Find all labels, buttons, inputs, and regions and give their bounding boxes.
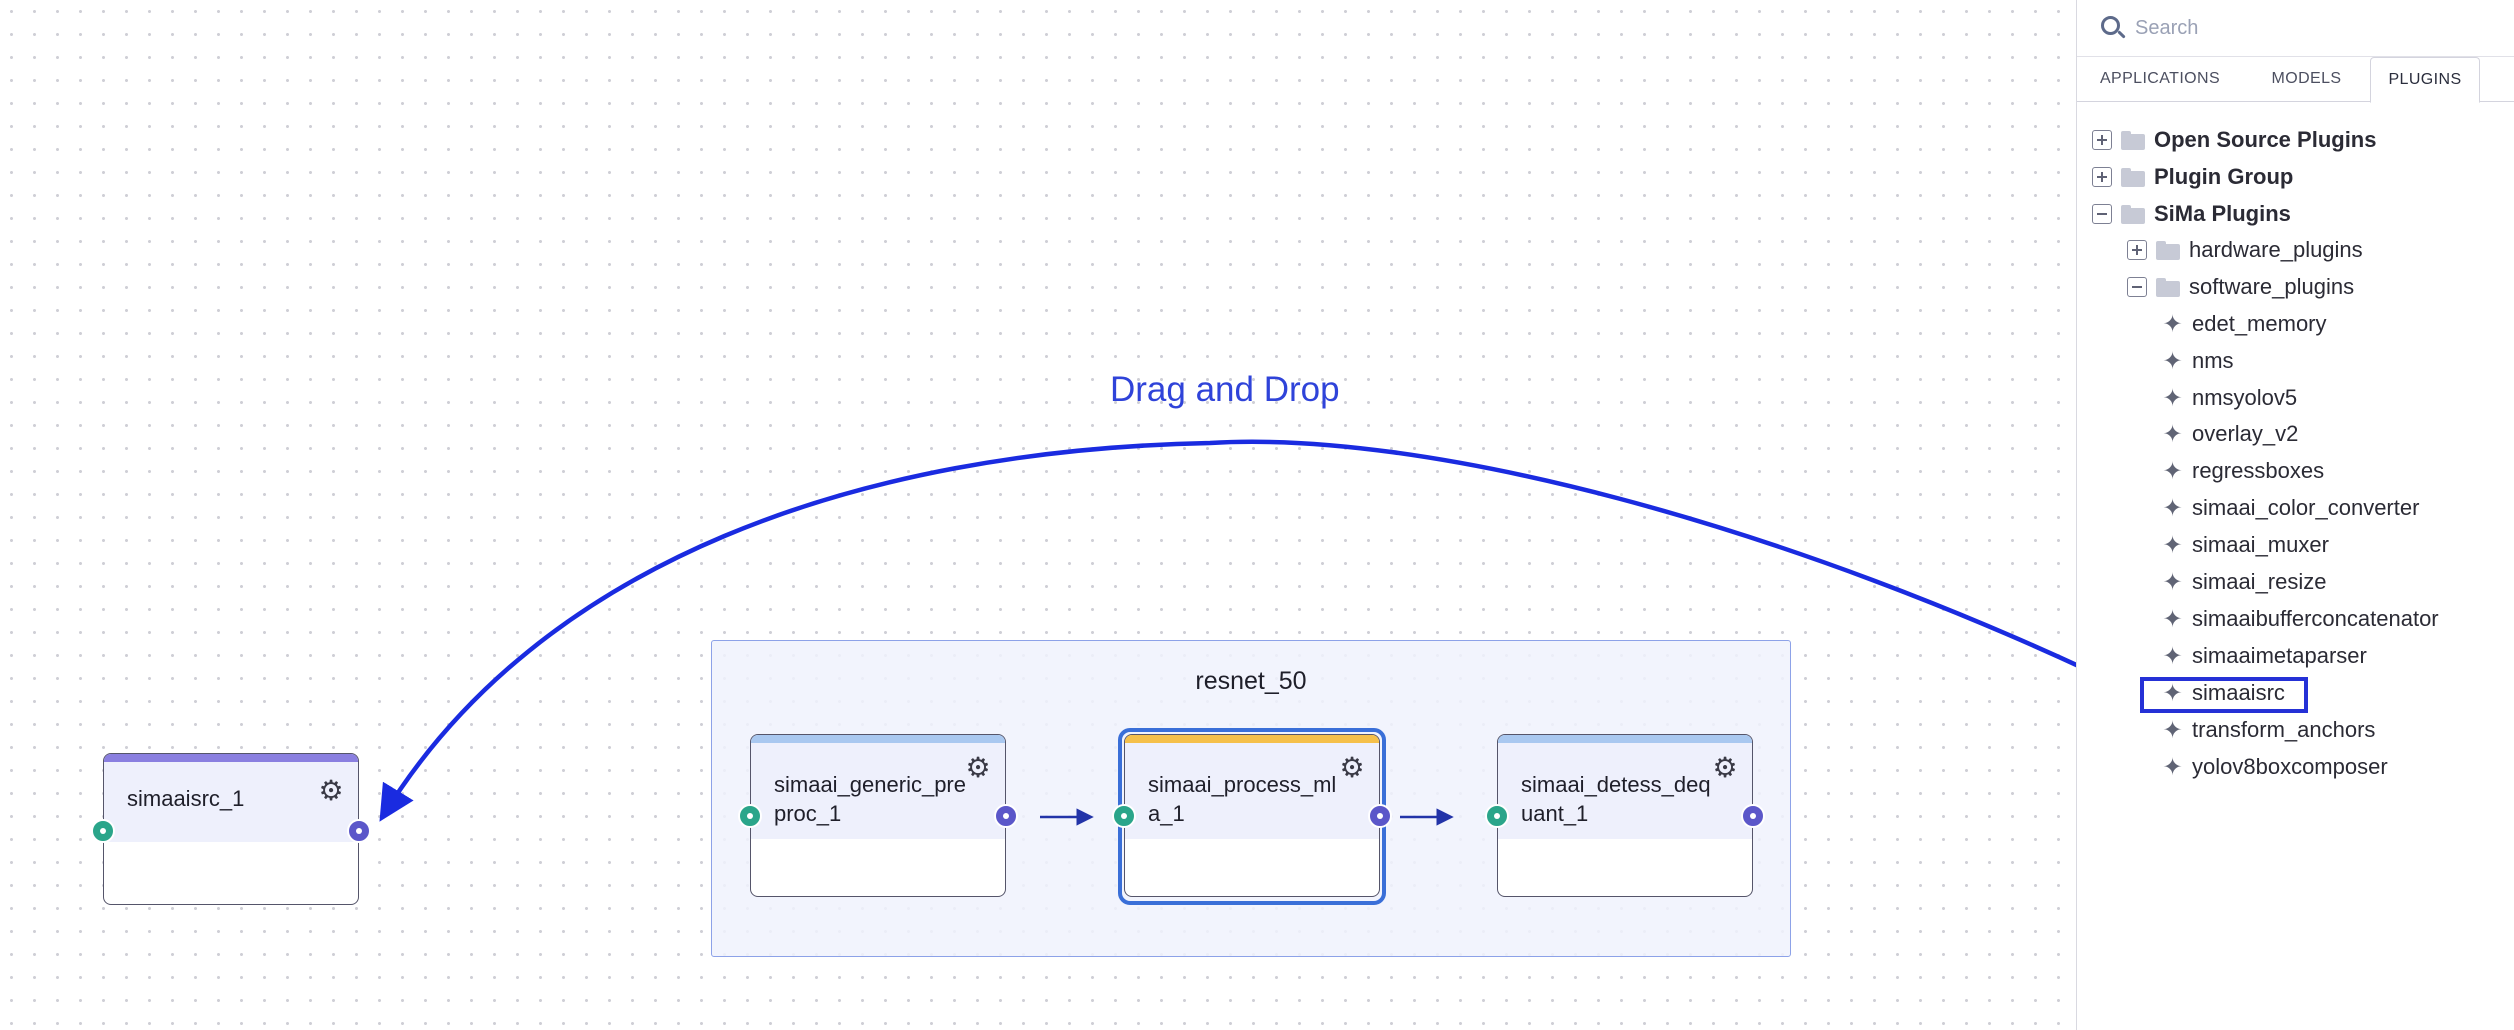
collapse-icon[interactable]: [2127, 277, 2147, 297]
puzzle-icon: ✦: [2162, 531, 2183, 559]
plugin-library-panel: APPLICATIONS MODELS PLUGINS Open Source …: [2076, 0, 2514, 1030]
tree-plugin-simaaimetaparser[interactable]: ✦ simaaimetaparser: [2161, 639, 2367, 673]
node-color-bar: [1498, 735, 1752, 743]
node-simaai-process-mla-1[interactable]: simaai_process_mla_1 ⚙: [1112, 734, 1392, 897]
tree-folder-open-source-plugins[interactable]: Open Source Plugins: [2092, 123, 2376, 157]
node-color-bar: [104, 754, 358, 762]
tree-item-label: simaai_color_converter: [2192, 495, 2420, 520]
output-port[interactable]: [994, 804, 1018, 828]
node-simaai-generic-preproc-1[interactable]: simaai_generic_preproc_1 ⚙: [738, 734, 1018, 897]
tree-plugin-nmsyolov5[interactable]: ✦ nmsyolov5: [2161, 381, 2297, 415]
node-header: simaai_detess_dequant_1 ⚙: [1498, 743, 1752, 839]
node-header: simaaisrc_1 ⚙: [104, 762, 358, 842]
drag-source-highlight: [2140, 677, 2308, 713]
gear-icon[interactable]: ⚙: [965, 751, 991, 784]
tree-item-label: simaai_muxer: [2192, 532, 2329, 557]
tree-plugin-simaai-muxer[interactable]: ✦ simaai_muxer: [2161, 528, 2329, 562]
tree-plugin-simaai-color-converter[interactable]: ✦ simaai_color_converter: [2161, 491, 2419, 525]
puzzle-icon: ✦: [2162, 310, 2183, 338]
puzzle-icon: ✦: [2162, 568, 2183, 596]
input-port[interactable]: [1485, 804, 1509, 828]
folder-icon: [2156, 240, 2180, 260]
tree-item-label: Plugin Group: [2154, 164, 2294, 189]
tree-item-label: hardware_plugins: [2189, 237, 2363, 262]
node-header: simaai_generic_preproc_1 ⚙: [751, 743, 1005, 839]
node-label: simaaisrc_1: [127, 786, 245, 811]
group-title: resnet_50: [1195, 667, 1307, 695]
expand-icon[interactable]: [2092, 130, 2112, 150]
tree-item-label: nms: [2192, 348, 2234, 373]
expand-icon[interactable]: [2092, 167, 2112, 187]
tab-models[interactable]: MODELS: [2271, 70, 2342, 87]
puzzle-icon: ✦: [2162, 494, 2183, 522]
puzzle-icon: ✦: [2162, 753, 2183, 781]
output-port[interactable]: [1741, 804, 1765, 828]
tree-plugin-simaaibufferconcatenator[interactable]: ✦ simaaibufferconcatenator: [2161, 602, 2439, 636]
tree-plugin-edet-memory[interactable]: ✦ edet_memory: [2161, 307, 2327, 341]
tree-folder-software-plugins[interactable]: software_plugins: [2127, 270, 2354, 304]
tree-item-label: nmsyolov5: [2192, 385, 2298, 410]
tab-applications[interactable]: APPLICATIONS: [2099, 70, 2221, 87]
tree-plugin-transform-anchors[interactable]: ✦ transform_anchors: [2161, 713, 2375, 747]
tree-plugin-regressboxes[interactable]: ✦ regressboxes: [2161, 454, 2324, 488]
node-label: simaai_detess_dequant_1: [1521, 772, 1711, 826]
gear-icon[interactable]: ⚙: [318, 774, 344, 807]
tree-folder-sima-plugins[interactable]: SiMa Plugins: [2092, 197, 2291, 231]
puzzle-icon: ✦: [2162, 457, 2183, 485]
puzzle-icon: ✦: [2162, 679, 2183, 707]
search-input[interactable]: [2135, 10, 2475, 46]
tree-folder-plugin-group[interactable]: Plugin Group: [2092, 160, 2293, 194]
node-header: simaai_process_mla_1 ⚙: [1125, 743, 1379, 839]
folder-icon: [2121, 167, 2145, 187]
tree-plugin-simaaisrc[interactable]: ✦ simaaisrc: [2161, 676, 2285, 710]
panel-tabs: APPLICATIONS MODELS PLUGINS: [2077, 57, 2514, 103]
tree-item-label: simaaibufferconcatenator: [2192, 606, 2439, 631]
folder-icon: [2121, 204, 2145, 224]
tree-plugin-overlay-v2[interactable]: ✦ overlay_v2: [2161, 417, 2298, 451]
tree-item-label: simaai_resize: [2192, 569, 2327, 594]
node-color-bar: [1125, 735, 1379, 743]
node-simaaisrc-1[interactable]: simaaisrc_1 ⚙: [91, 753, 371, 905]
folder-icon: [2156, 277, 2180, 297]
input-port[interactable]: [91, 819, 115, 843]
puzzle-icon: ✦: [2162, 605, 2183, 633]
drag-and-drop-annotation: Drag and Drop: [1110, 370, 1340, 409]
tree-item-label: Open Source Plugins: [2154, 127, 2377, 152]
expand-icon[interactable]: [2127, 240, 2147, 260]
node-color-bar: [751, 735, 1005, 743]
tree-item-label: simaaisrc: [2192, 680, 2285, 705]
node-label: simaai_generic_preproc_1: [774, 772, 966, 826]
input-port[interactable]: [738, 804, 762, 828]
tree-plugin-yolov8boxcomposer[interactable]: ✦ yolov8boxcomposer: [2161, 750, 2388, 784]
output-port[interactable]: [347, 819, 371, 843]
puzzle-icon: ✦: [2162, 384, 2183, 412]
tree-plugin-simaai-resize[interactable]: ✦ simaai_resize: [2161, 565, 2327, 599]
search-icon: [2101, 16, 2127, 42]
output-port[interactable]: [1368, 804, 1392, 828]
collapse-icon[interactable]: [2092, 204, 2112, 224]
folder-icon: [2121, 130, 2145, 150]
tree-item-label: software_plugins: [2189, 274, 2355, 299]
tree-item-label: transform_anchors: [2192, 717, 2376, 742]
tree-item-label: SiMa Plugins: [2154, 201, 2291, 226]
tree-plugin-nms[interactable]: ✦ nms: [2161, 344, 2234, 378]
puzzle-icon: ✦: [2162, 420, 2183, 448]
node-label: simaai_process_mla_1: [1148, 772, 1337, 826]
pipeline-canvas[interactable]: simaaisrc_1 ⚙ resnet_50 simaai_generic_p…: [0, 0, 2076, 1030]
tree-item-label: simaaimetaparser: [2192, 643, 2367, 668]
tree-item-label: regressboxes: [2192, 458, 2325, 483]
puzzle-icon: ✦: [2162, 642, 2183, 670]
tree-item-label: edet_memory: [2192, 311, 2327, 336]
tree-item-label: yolov8boxcomposer: [2192, 754, 2388, 779]
gear-icon[interactable]: ⚙: [1712, 751, 1738, 784]
node-simaai-detess-dequant-1[interactable]: simaai_detess_dequant_1 ⚙: [1485, 734, 1765, 897]
puzzle-icon: ✦: [2162, 347, 2183, 375]
input-port[interactable]: [1112, 804, 1136, 828]
tree-folder-hardware-plugins[interactable]: hardware_plugins: [2127, 233, 2363, 267]
search-bar: [2077, 0, 2514, 57]
puzzle-icon: ✦: [2162, 716, 2183, 744]
tab-plugins[interactable]: PLUGINS: [2370, 57, 2480, 103]
gear-icon[interactable]: ⚙: [1339, 751, 1365, 784]
tree-item-label: overlay_v2: [2192, 421, 2299, 446]
